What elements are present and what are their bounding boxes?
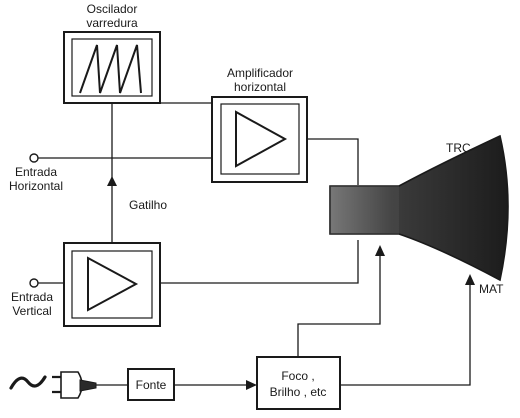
fonte-label: Fonte	[136, 378, 167, 392]
wires	[38, 102, 475, 390]
crt-label: TRC	[446, 141, 471, 155]
crt-tube-icon	[329, 134, 509, 282]
mat-label: MAT	[479, 282, 504, 296]
oscillator-title-1: Oscilador	[87, 2, 138, 16]
vertical-amplifier-block	[63, 242, 161, 327]
oscillator-block	[63, 31, 161, 104]
foco-block	[256, 356, 341, 410]
foco-to-mat-arrow	[465, 274, 475, 285]
horizontal-amplifier-block	[211, 96, 308, 183]
trigger-arrow	[107, 176, 117, 186]
fonte-block	[127, 368, 175, 401]
vertical-input-label-2: Vertical	[12, 304, 51, 318]
sawtooth-wave-icon	[79, 44, 142, 94]
foco-label-1: Foco ,	[281, 369, 314, 383]
horizontal-input-label-1: Entrada	[15, 165, 57, 179]
foco-label-2: Brilho , etc	[270, 385, 327, 399]
trigger-label: Gatilho	[129, 198, 167, 212]
oscillator-title-2: varredura	[86, 16, 138, 30]
tilde-wave-icon	[9, 375, 47, 390]
amplifier-triangle-icon	[87, 256, 139, 312]
fonte-to-foco-arrow	[246, 380, 257, 390]
power-plug-icon	[52, 371, 97, 399]
horizontal-input-terminal	[29, 153, 39, 163]
amplifier-triangle-icon	[235, 110, 288, 168]
focus-to-tube-arrow	[375, 245, 385, 256]
vertical-input-label-1: Entrada	[11, 290, 53, 304]
amplifier-title-1: Amplificador	[227, 66, 293, 80]
horizontal-input-label-2: Horizontal	[9, 179, 63, 193]
vertical-input-terminal	[29, 278, 39, 288]
amplifier-title-2: horizontal	[234, 80, 286, 94]
